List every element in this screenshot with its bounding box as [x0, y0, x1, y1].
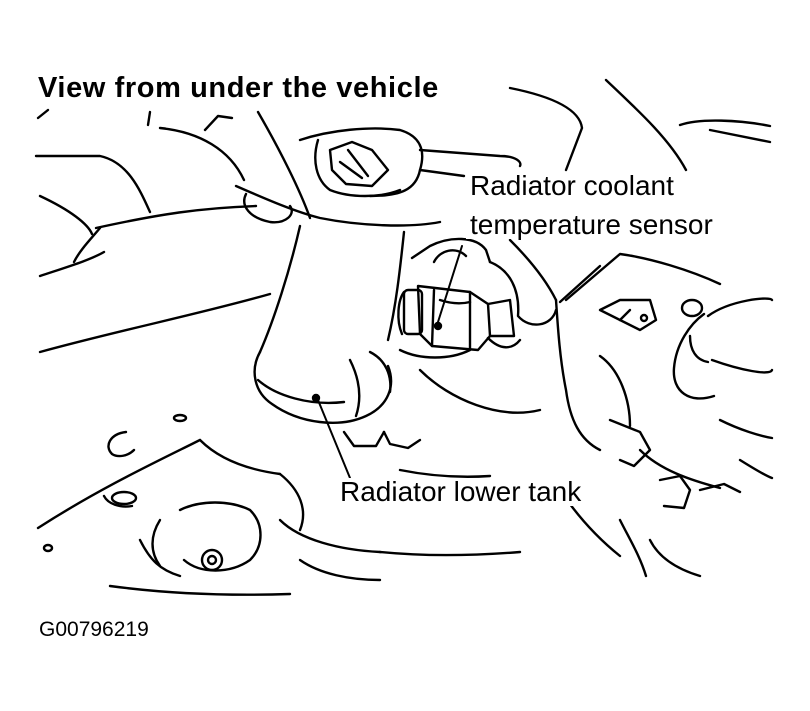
view-title: View from under the vehicle [38, 72, 439, 104]
frame-rail [40, 194, 292, 352]
lower-pan [38, 415, 520, 595]
coolant-temp-sensor [398, 286, 514, 350]
sensor-housing [400, 239, 600, 450]
sensor-label-line-1: Radiator coolant [466, 172, 678, 200]
figure-id: G00796219 [39, 618, 149, 641]
lower-tank-label: Radiator lower tank [336, 478, 586, 506]
upper-body-lines [36, 80, 770, 234]
leader-lines [318, 246, 462, 478]
right-side-hose [560, 254, 772, 576]
crossmember [236, 128, 520, 225]
sensor-label-line-2: temperature sensor [466, 211, 717, 239]
radiator-lower-tank [255, 226, 420, 448]
